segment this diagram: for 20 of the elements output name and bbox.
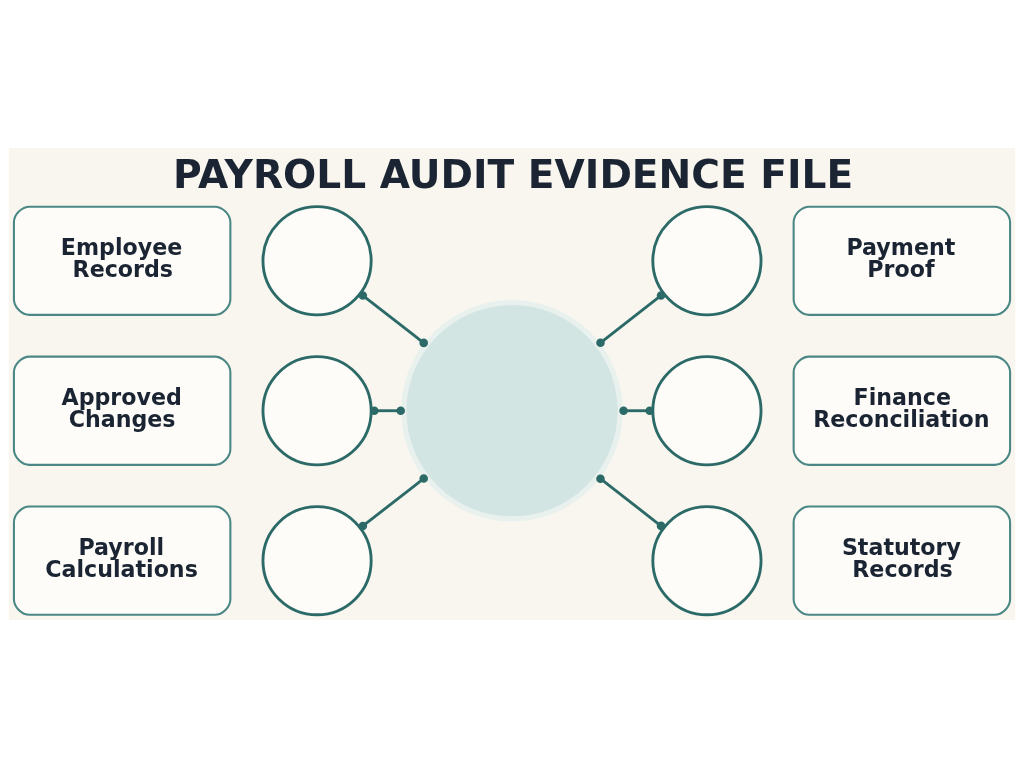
node-circle	[261, 355, 373, 467]
node-circle	[261, 205, 373, 317]
node-circle	[651, 205, 763, 317]
node-box: Payroll Calculations	[12, 505, 232, 616]
connector	[370, 406, 406, 416]
node-box: Finance Reconciliation	[792, 355, 1012, 466]
node-box: Statutory Records	[792, 505, 1012, 616]
connector	[358, 474, 428, 531]
connector	[619, 406, 654, 416]
node-circle	[401, 299, 623, 522]
node-circle	[651, 505, 763, 617]
connector	[358, 291, 428, 348]
node-box: Payment Proof	[792, 205, 1012, 316]
connector	[596, 291, 666, 348]
node-box: Employee Records	[12, 205, 232, 316]
connector	[596, 474, 666, 531]
node-box: Approved Changes	[12, 355, 232, 466]
node-circle	[651, 355, 763, 467]
node-circle	[261, 505, 373, 617]
diagram-title: PAYROLL AUDIT EVIDENCE FILE	[172, 152, 854, 198]
